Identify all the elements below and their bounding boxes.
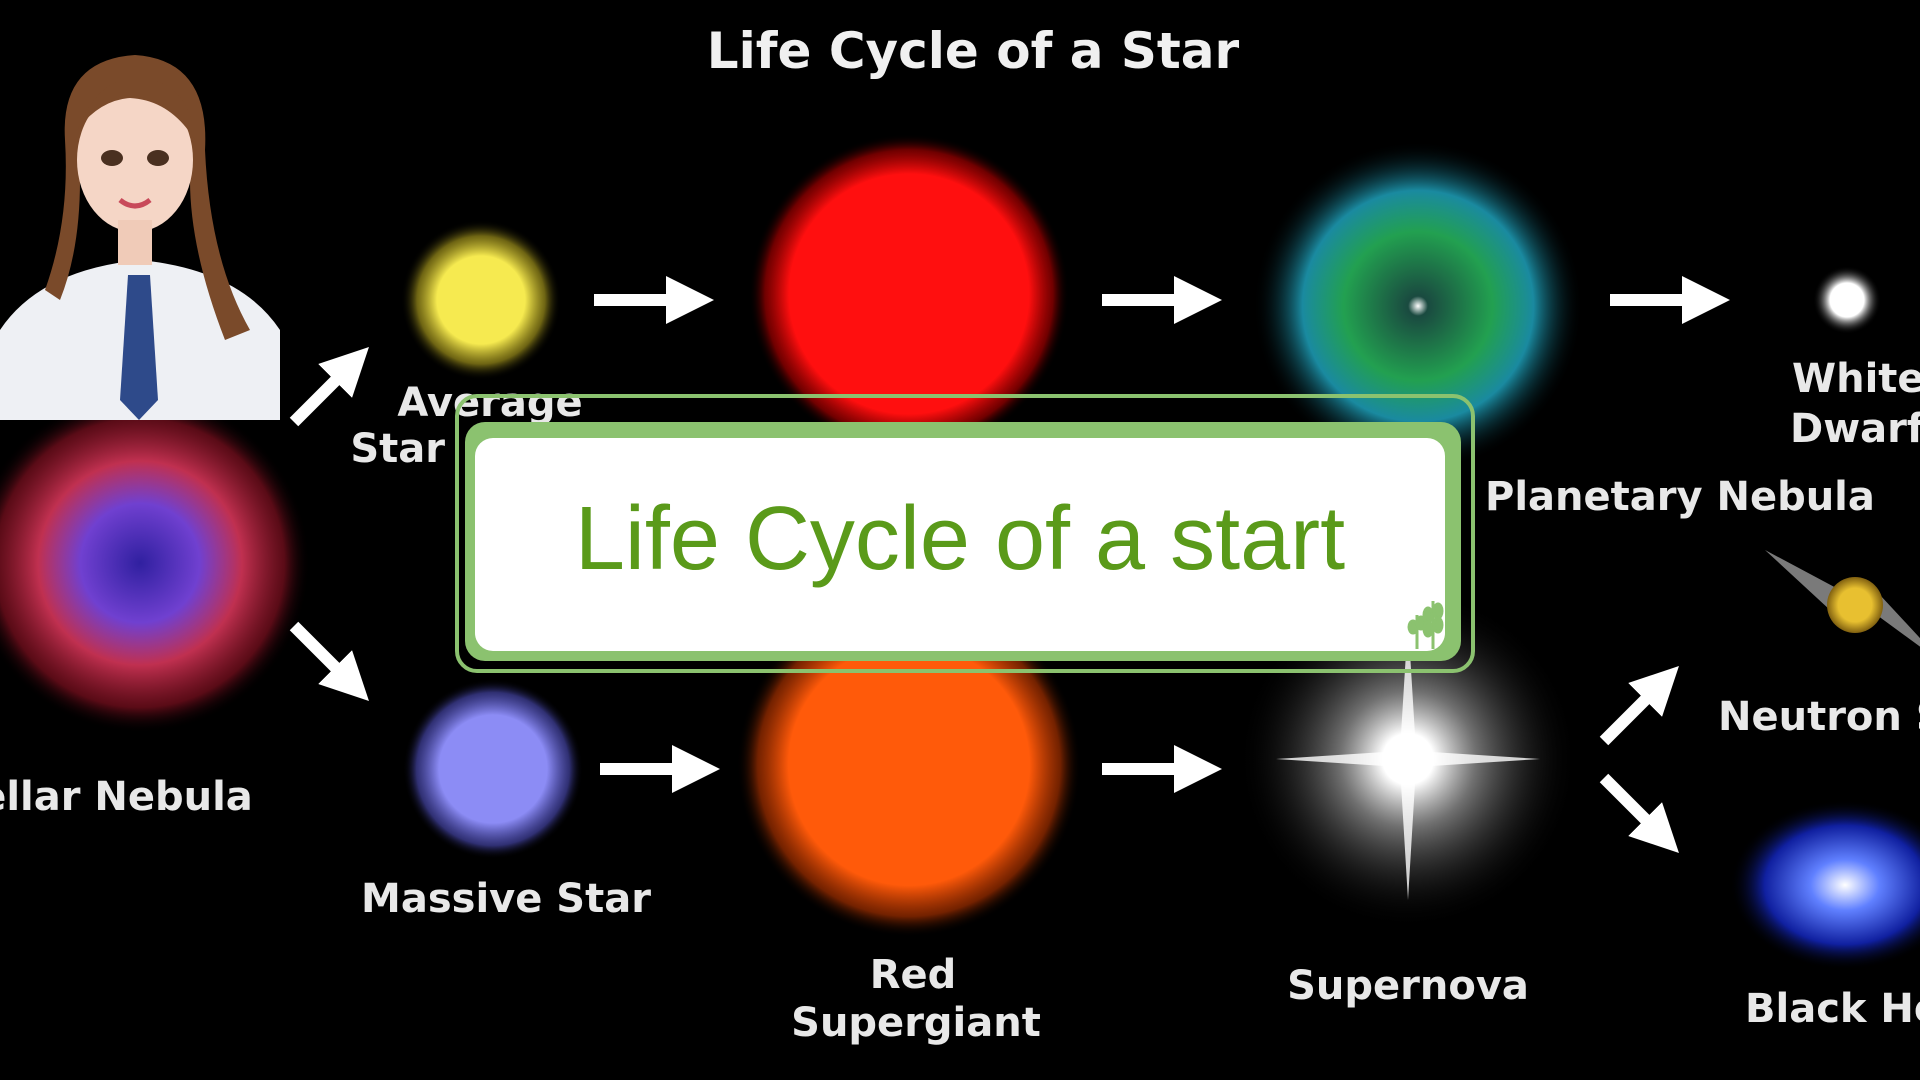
label-supernova: Supernova <box>1287 963 1529 1009</box>
arrow <box>289 347 369 427</box>
planetary-nebula <box>1253 141 1583 471</box>
black-hole <box>1730 800 1920 970</box>
label-average-star-1: Average <box>397 380 582 426</box>
arrows <box>289 276 1730 853</box>
average-star <box>401 220 561 380</box>
neutron-star <box>1765 550 1920 647</box>
red-giant <box>749 134 1069 454</box>
supernova <box>1238 589 1578 929</box>
label-planetary-nebula: Planetary Nebula <box>1485 474 1875 520</box>
card-outer-border <box>455 394 1475 673</box>
label-massive-star: Massive Star <box>361 876 651 922</box>
label-red-supergiant-1: Red <box>870 952 957 998</box>
label-neutron-star: Neutron Star <box>1718 694 1920 740</box>
title-overlay-card: Life Cycle of a start <box>455 394 1475 673</box>
label-average-star-2: Star <box>350 426 445 472</box>
label-stellar-nebula: ellar Nebula <box>0 774 253 820</box>
arrow <box>1599 666 1679 746</box>
arrow <box>289 621 369 701</box>
white-dwarf <box>1813 266 1881 334</box>
plant-sprout-icon <box>1407 601 1444 649</box>
card-title: Life Cycle of a start <box>574 489 1346 589</box>
massive-star <box>403 679 583 859</box>
label-white-dwarf-1: White <box>1792 356 1920 402</box>
label-black-hole: Black Hole <box>1745 986 1920 1032</box>
stellar-nebula <box>0 393 310 733</box>
label-white-dwarf-2: Dwarf <box>1790 406 1920 452</box>
arrow <box>1599 773 1679 853</box>
card-body: Life Cycle of a start <box>475 438 1445 651</box>
red-supergiant <box>737 593 1081 937</box>
presenter-avatar <box>0 50 280 420</box>
label-red-supergiant-2: Supergiant <box>791 1000 1041 1046</box>
diagram-title: Life Cycle of a Star <box>707 22 1240 80</box>
